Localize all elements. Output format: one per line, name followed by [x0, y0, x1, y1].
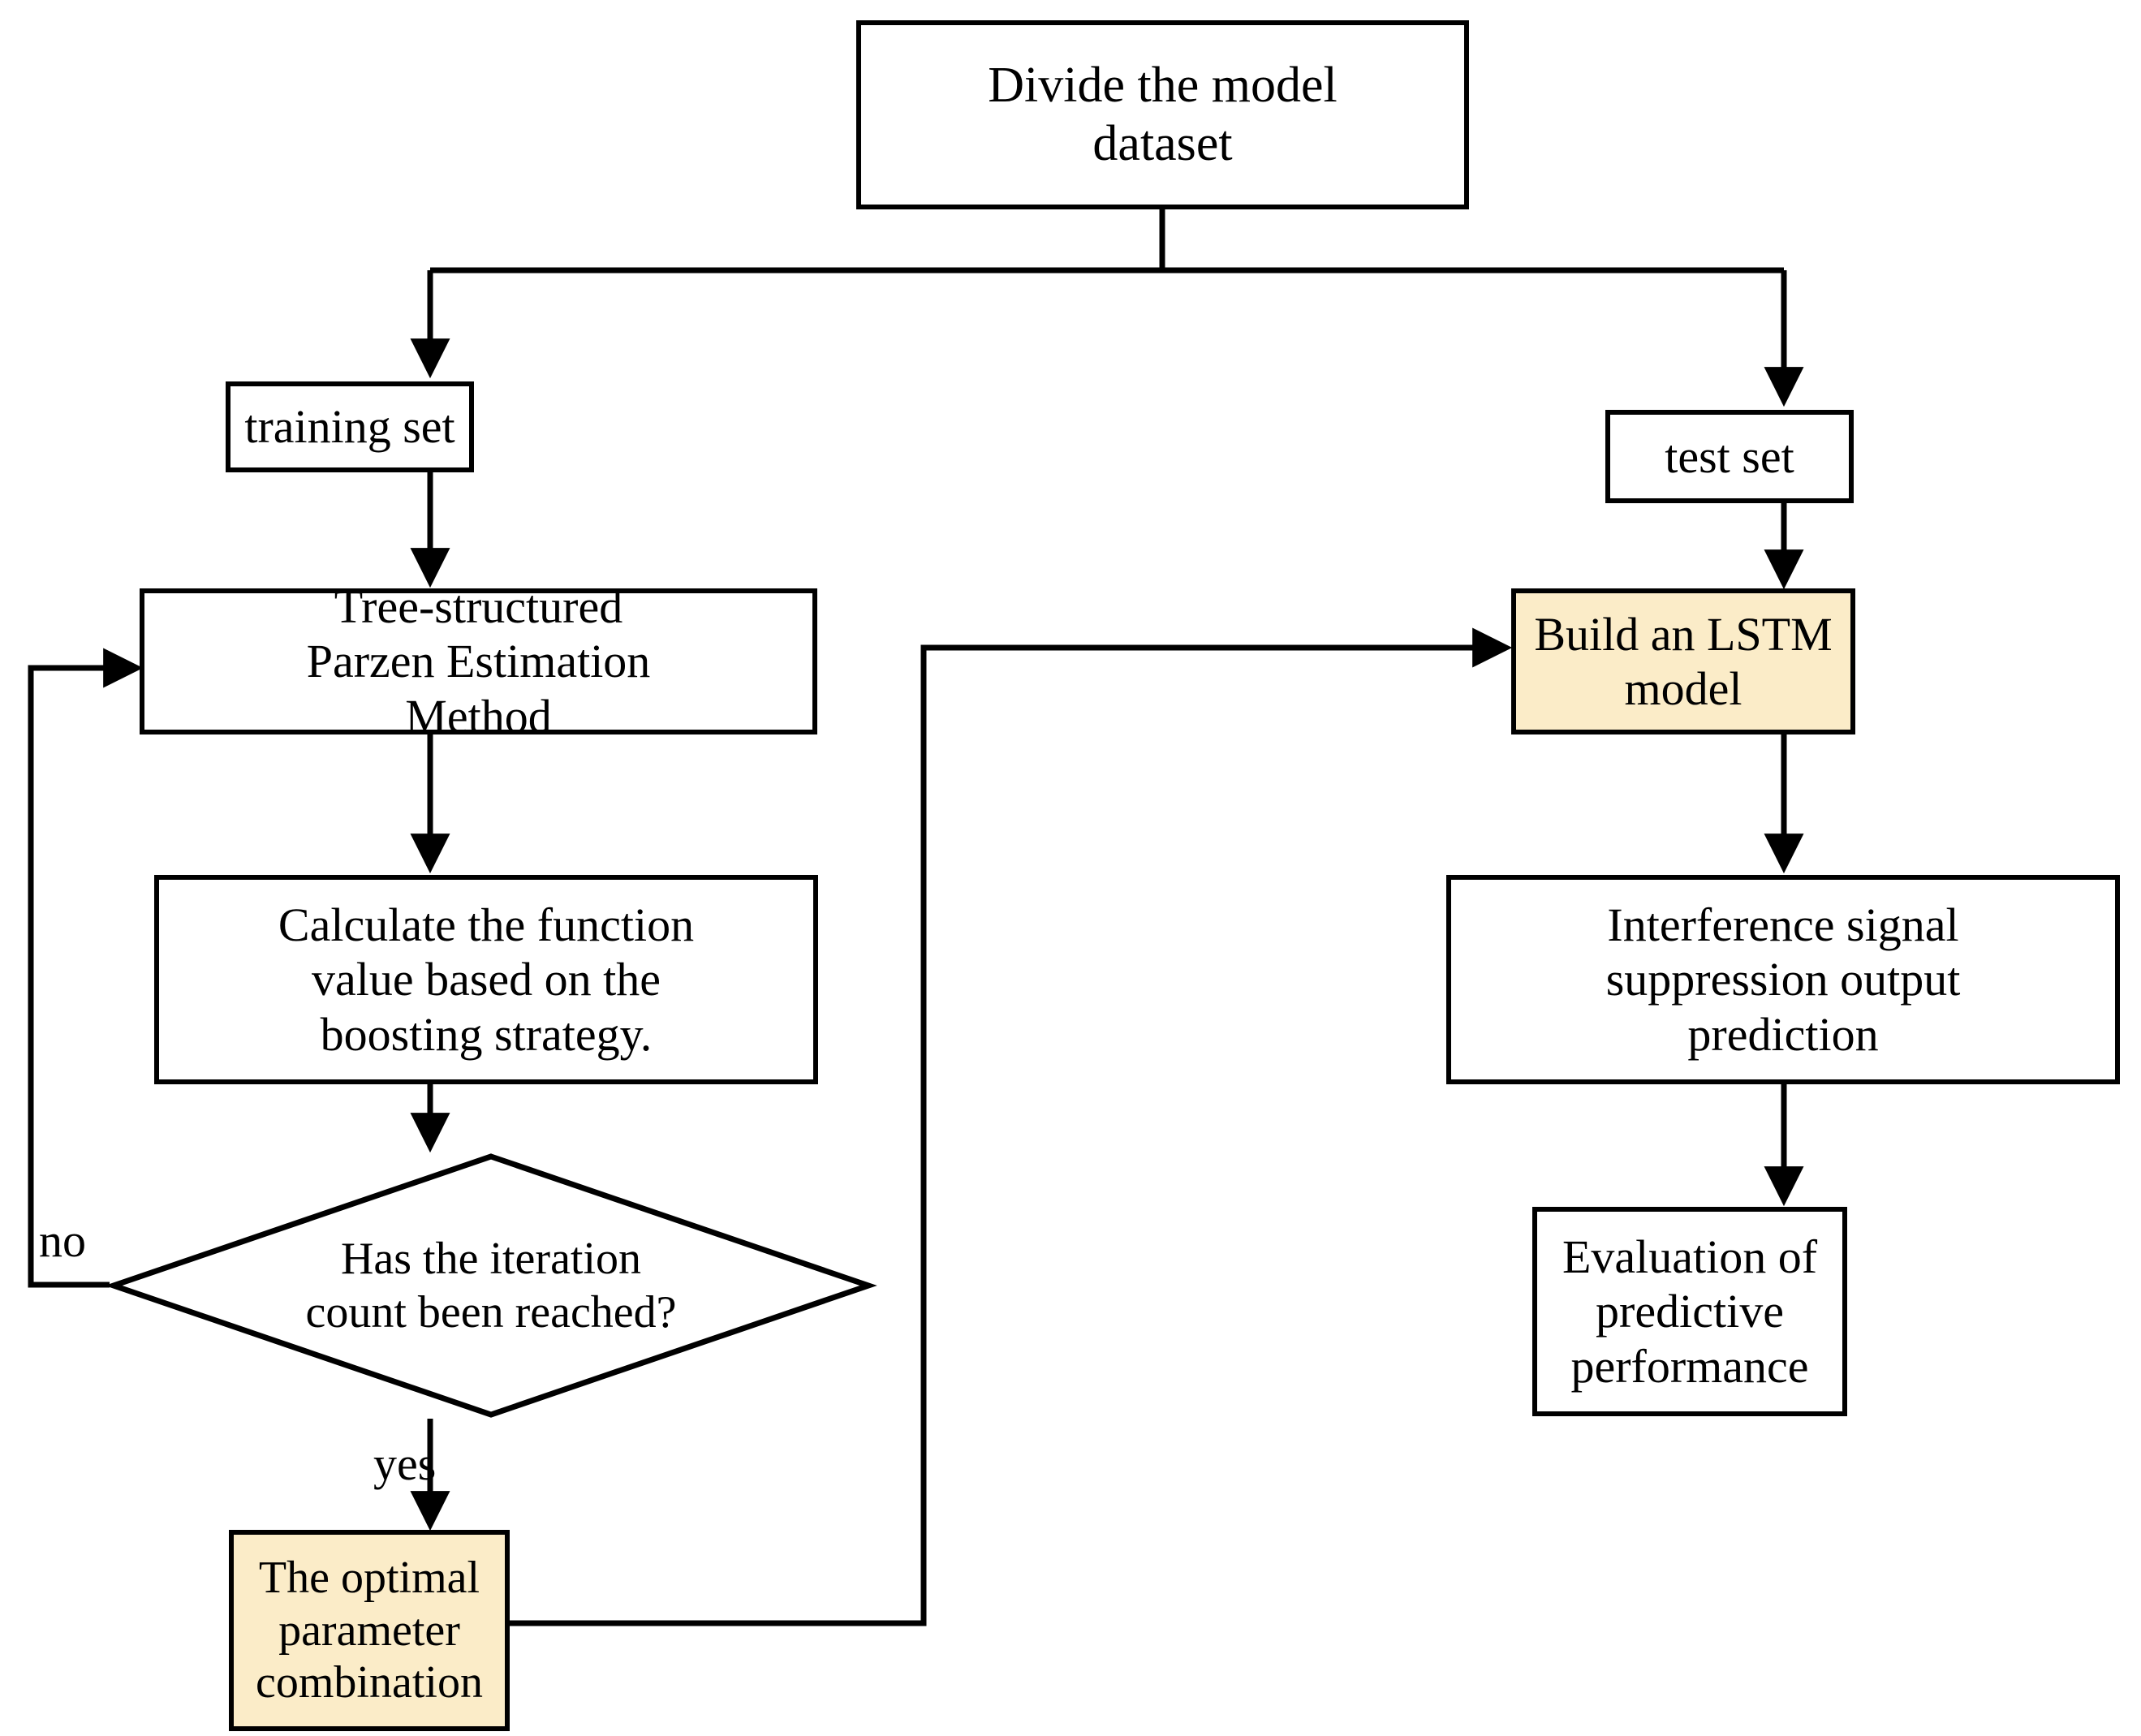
node-optimal-parameter-label: The optimal parameter combination [256, 1552, 483, 1708]
node-evaluation[interactable]: Evaluation of predictive performance [1532, 1207, 1847, 1416]
node-calculate-function-label: Calculate the function value based on th… [278, 898, 695, 1061]
node-training-set[interactable]: training set [226, 381, 474, 472]
node-divide-dataset-label: Divide the model dataset [988, 57, 1338, 171]
node-build-lstm-label: Build an LSTM model [1534, 607, 1833, 715]
node-tpe-method[interactable]: Tree-structured Parzen Estimation Method [140, 580, 817, 743]
wire-optimal-to-lstm [510, 627, 1513, 1626]
node-interference-prediction-label: Interference signal suppression output p… [1605, 898, 1961, 1061]
node-optimal-parameter[interactable]: The optimal parameter combination [229, 1530, 510, 1731]
edge-label-yes: yes [373, 1437, 437, 1490]
node-training-set-label: training set [244, 400, 455, 454]
node-calculate-function[interactable]: Calculate the function value based on th… [154, 875, 818, 1084]
node-test-set-label: test set [1665, 429, 1794, 483]
wire-no-loop-to-tpe [28, 648, 144, 1288]
node-divide-dataset[interactable]: Divide the model dataset [856, 20, 1469, 209]
edge-label-no: no [39, 1214, 86, 1267]
node-test-set[interactable]: test set [1605, 410, 1854, 503]
node-tpe-method-label: Tree-structured Parzen Estimation Method [306, 580, 651, 743]
node-interference-prediction[interactable]: Interference signal suppression output p… [1446, 875, 2120, 1084]
diamond-shape [105, 1153, 877, 1418]
node-build-lstm[interactable]: Build an LSTM model [1511, 588, 1855, 734]
node-iteration-decision[interactable]: Has the iteration count been reached? [105, 1152, 877, 1419]
node-evaluation-label: Evaluation of predictive performance [1562, 1230, 1818, 1393]
